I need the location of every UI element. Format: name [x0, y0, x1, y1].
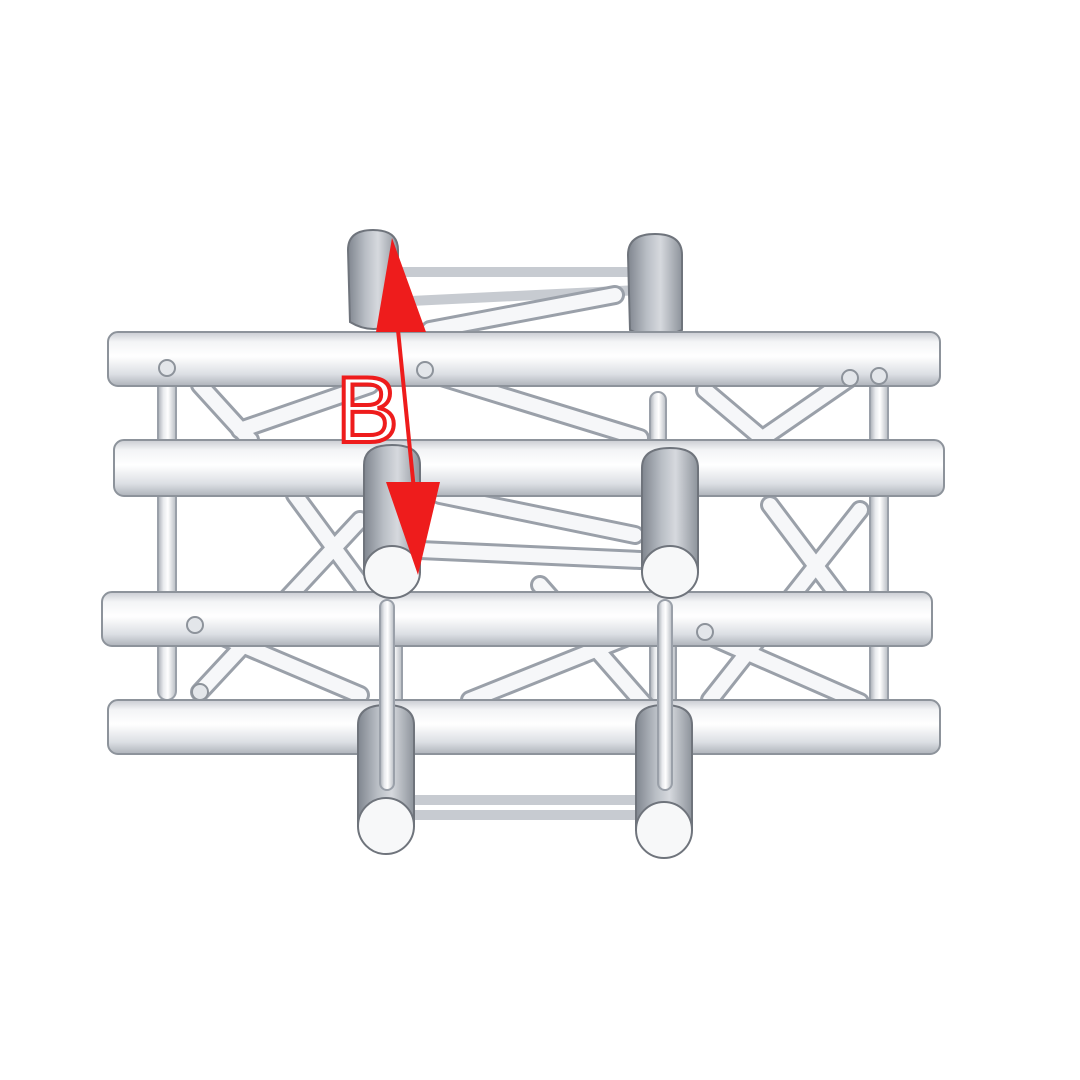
arrowhead-down-icon — [386, 482, 440, 575]
dimension-arrow-b: B — [334, 238, 440, 575]
diagonal-braces — [185, 285, 870, 715]
dimension-label: B — [336, 357, 399, 462]
lower-stubs — [357, 599, 693, 859]
arrowhead-up-icon — [376, 238, 426, 332]
joint-caps — [158, 359, 888, 701]
chord-lower-mid — [101, 591, 933, 647]
middle-stubs — [363, 443, 699, 599]
horizontal-chords — [101, 331, 945, 755]
chord-upper-mid — [113, 439, 945, 497]
chord-top — [107, 331, 941, 387]
chord-bottom — [107, 699, 941, 755]
